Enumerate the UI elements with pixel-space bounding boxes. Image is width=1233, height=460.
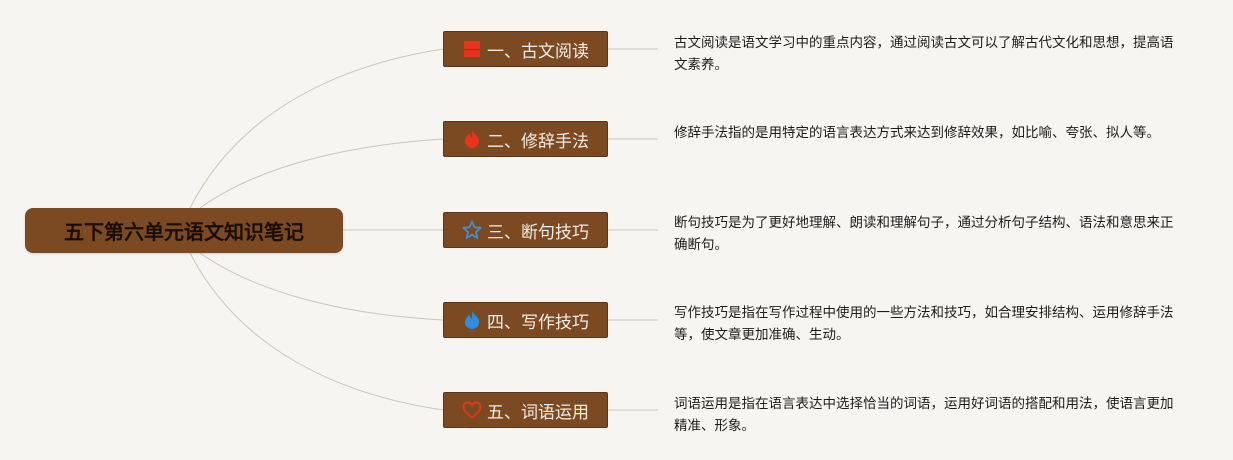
blue-flame-icon [461,309,483,331]
connector-root-branch-5 [189,252,444,411]
red-flag-icon [461,38,483,60]
branch-node-3[interactable]: 三、断句技巧 [443,212,608,248]
branch-node-4[interactable]: 四、写作技巧 [443,302,608,338]
red-flame-icon [461,128,483,150]
branch-label-1: 一、古文阅读 [487,41,589,62]
branch-label-5: 五、词语运用 [487,402,589,423]
branch-node-1[interactable]: 一、古文阅读 [443,31,608,67]
branch-description-3: 断句技巧是为了更好地理解、朗读和理解句子，通过分析句子结构、语法和意思来正确断句… [674,215,1174,253]
blue-star-icon [461,219,483,241]
connector-root-branch-1 [189,48,444,209]
branch-node-2[interactable]: 二、修辞手法 [443,121,608,157]
branch-label-4: 四、写作技巧 [487,312,589,333]
branch-label-3: 三、断句技巧 [487,222,589,243]
red-heart-icon [461,399,483,421]
branch-node-5[interactable]: 五、词语运用 [443,392,608,428]
branch-description-2: 修辞手法指的是用特定的语言表达方式来达到修辞效果，如比喻、夸张、拟人等。 [674,125,1160,141]
branch-description-4: 写作技巧是指在写作过程中使用的一些方法和技巧，如合理安排结构、运用修辞手法等，使… [674,305,1174,343]
connector-root-branch-4 [199,252,444,321]
branch-label-2: 二、修辞手法 [487,131,589,152]
root-title: 五下第六单元语文知识笔记 [64,220,304,244]
connector-root-branch-2 [199,138,444,209]
branch-description-1: 古文阅读是语文学习中的重点内容，通过阅读古文可以了解古代文化和思想，提高语文素养… [674,35,1174,73]
branch-description-5: 词语运用是指在语言表达中选择恰当的词语，运用好词语的搭配和用法，使语言更加精准、… [674,396,1174,434]
root-node[interactable]: 五下第六单元语文知识笔记 [25,208,343,253]
